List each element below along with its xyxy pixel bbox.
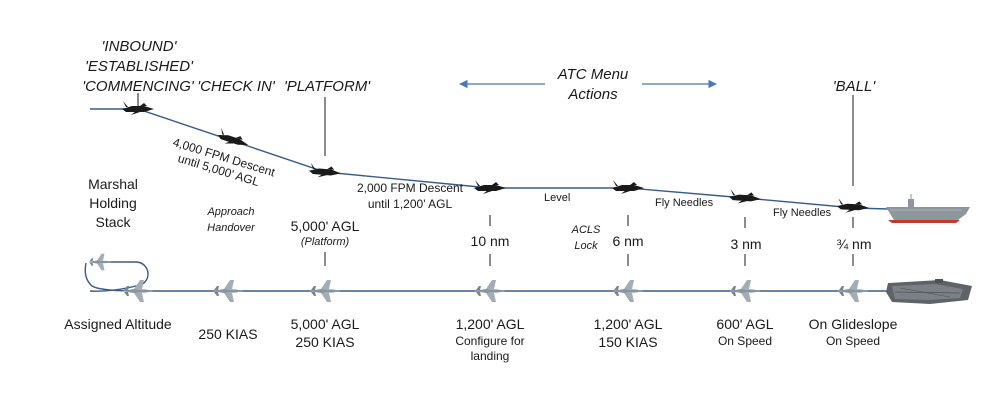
call-established: 'ESTABLISHED' — [85, 58, 193, 75]
jet-side-6nm — [612, 180, 644, 194]
distance-three-quarter-nm: ¾ nm — [836, 236, 872, 252]
jet-top-holding — [88, 253, 112, 271]
atc-menu-actions: Actions — [568, 86, 618, 103]
jet-top-5000 — [309, 280, 341, 302]
approach-handover-line2: Handover — [207, 222, 255, 234]
carrier-top-icon — [886, 279, 972, 304]
call-ball: 'BALL' — [832, 78, 876, 95]
three-nm-bottom-alt: 600' AGL — [716, 316, 774, 332]
jet-top-10nm — [474, 280, 506, 302]
jet-top-6nm — [612, 280, 644, 302]
distance-6nm: 6 nm — [612, 233, 644, 249]
platform-altitude: 5,000' AGL — [290, 218, 360, 234]
fly-needles-label-2: Fly Needles — [773, 207, 832, 219]
marshal-line3: Stack — [95, 214, 131, 230]
acls-label: ACLS — [571, 224, 601, 236]
marshal-line1: Marshal — [88, 176, 138, 192]
ground-track — [84, 262, 888, 292]
platform-note: (Platform) — [300, 236, 350, 248]
speed-250-label: 250 KIAS — [198, 326, 258, 342]
assigned-altitude-label: Assigned Altitude — [64, 316, 172, 332]
carrier-side-icon — [886, 194, 970, 223]
atc-menu-title: ATC Menu — [557, 66, 629, 83]
ball-bottom-glideslope: On Glideslope — [808, 316, 898, 332]
distance-3nm: 3 nm — [730, 236, 762, 252]
call-check-in: 'CHECK IN' — [197, 78, 275, 95]
jet-top-assigned — [122, 280, 154, 302]
platform-bottom-alt: 5,000' AGL — [290, 316, 360, 332]
ten-nm-bottom-config: Configure for — [455, 334, 525, 348]
approach-handover-line1: Approach — [207, 206, 255, 218]
ten-nm-bottom-alt: 1,200' AGL — [455, 316, 525, 332]
marshal-line2: Holding — [89, 195, 137, 211]
jet-side-10nm — [474, 180, 506, 194]
ten-nm-bottom-landing: landing — [470, 349, 510, 363]
jet-top-ball — [837, 280, 869, 302]
fly-needles-label-1: Fly Needles — [655, 197, 714, 209]
call-platform: 'PLATFORM' — [283, 78, 371, 95]
jet-side-descent — [215, 127, 251, 151]
ball-bottom-speed: On Speed — [825, 334, 881, 348]
acls-lock-label: Lock — [574, 240, 598, 252]
platform-bottom-speed: 250 KIAS — [295, 334, 355, 350]
six-nm-bottom-alt: 1,200' AGL — [593, 316, 663, 332]
call-commencing: 'COMMENCING' — [82, 78, 194, 95]
approach-path-side — [90, 108, 889, 210]
six-nm-bottom-speed: 150 KIAS — [598, 334, 658, 350]
descent-2-until: until 1,200' AGL — [367, 197, 453, 211]
jet-side-ball — [836, 198, 870, 214]
three-nm-bottom-speed: On Speed — [717, 334, 773, 348]
distance-10nm: 10 nm — [470, 233, 510, 249]
descent-2-rate: 2,000 FPM Descent — [356, 181, 464, 195]
call-inbound: 'INBOUND' — [101, 38, 177, 55]
jet-side-3nm — [728, 188, 762, 206]
jet-top-3nm — [729, 280, 761, 302]
jet-side-platform — [308, 162, 342, 180]
level-label: Level — [544, 192, 571, 204]
jet-top-250kias — [212, 280, 244, 302]
